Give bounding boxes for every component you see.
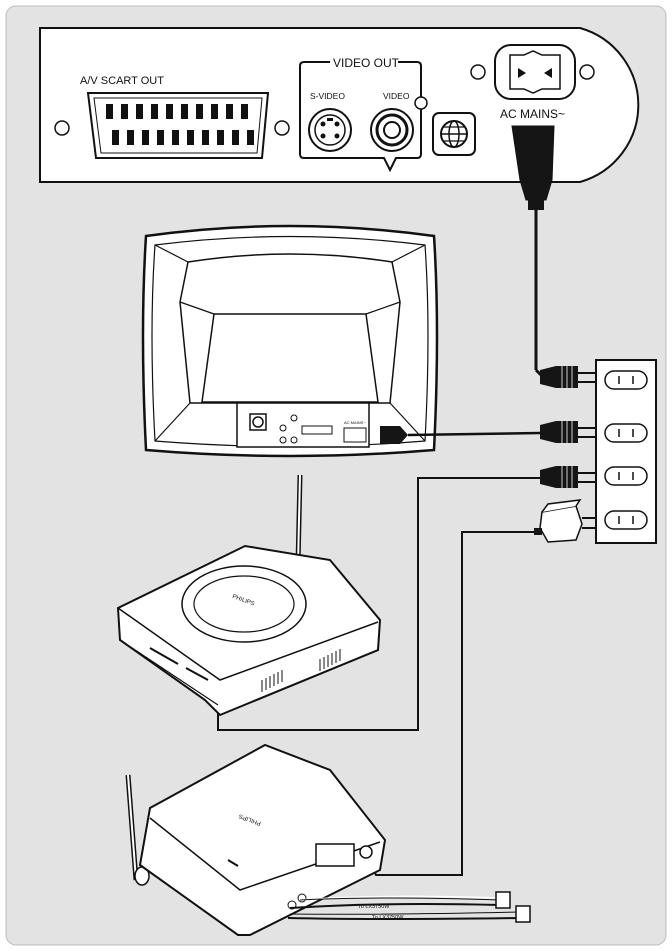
scart-pin bbox=[112, 130, 119, 145]
scart-pin bbox=[157, 130, 164, 145]
scart-pin bbox=[136, 104, 143, 119]
scart-pin bbox=[181, 104, 188, 119]
wall-outlet-socket bbox=[605, 371, 647, 389]
scart-pin bbox=[226, 104, 233, 119]
scart-pin bbox=[106, 104, 113, 119]
scart-pin bbox=[247, 130, 254, 145]
cable-label-1: To LX3750W bbox=[358, 904, 390, 910]
globe-icon bbox=[433, 113, 475, 155]
screw-mid bbox=[275, 121, 289, 135]
scart-connector-icon bbox=[88, 93, 268, 158]
ac-mains-label: AC MAINS~ bbox=[500, 107, 565, 121]
video-out-label: VIDEO OUT bbox=[333, 56, 400, 70]
scart-pin bbox=[217, 130, 224, 145]
video-jack-icon bbox=[371, 109, 413, 151]
scart-pin bbox=[151, 104, 158, 119]
scart-pin bbox=[211, 104, 218, 119]
wall-outlet-strip bbox=[596, 360, 656, 543]
scart-pin bbox=[232, 130, 239, 145]
svideo-jack-icon bbox=[309, 109, 351, 151]
video-label: VIDEO bbox=[383, 91, 410, 101]
antenna-icon bbox=[298, 475, 300, 565]
scart-pin bbox=[202, 130, 209, 145]
screw-left bbox=[55, 121, 69, 135]
scart-pin bbox=[121, 104, 128, 119]
cable-label-2: To LX3750W bbox=[372, 915, 404, 921]
wall-outlet-socket bbox=[605, 467, 647, 485]
svideo-label: S-VIDEO bbox=[310, 91, 345, 101]
screw-video bbox=[415, 97, 427, 109]
scart-label: A/V SCART OUT bbox=[80, 75, 164, 87]
scart-pin bbox=[196, 104, 203, 119]
tv-panel-label: AC MAINS~ bbox=[344, 420, 366, 425]
scart-pin bbox=[142, 130, 149, 145]
scart-pin bbox=[172, 130, 179, 145]
tv-set: AC MAINS~ bbox=[143, 226, 437, 456]
wall-outlet-socket bbox=[605, 424, 647, 442]
scart-pin bbox=[241, 104, 248, 119]
scart-pin bbox=[166, 104, 173, 119]
scart-pin bbox=[127, 130, 134, 145]
scart-pin bbox=[187, 130, 194, 145]
wall-outlet-socket bbox=[605, 511, 647, 529]
